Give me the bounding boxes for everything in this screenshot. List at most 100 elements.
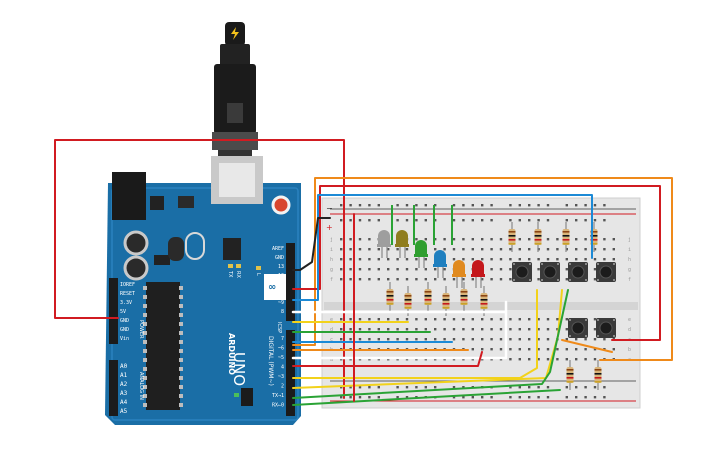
wire-green-0 — [292, 389, 561, 406]
digital-label: DIGITAL (PWM~) — [267, 336, 274, 386]
svg-text:L: L — [255, 273, 261, 276]
analog-pin-label: A4 — [120, 399, 128, 406]
analog-label: ANALOG IN — [138, 372, 144, 400]
digital-pin-label: ~10 — [275, 291, 284, 297]
resistor — [508, 222, 516, 252]
icsp-header — [241, 388, 253, 406]
row-letter: j — [330, 237, 333, 243]
digital-pin-label: ~11 — [275, 282, 284, 288]
atmega-chip — [146, 282, 180, 410]
wire-blue-top — [292, 194, 593, 301]
push-button[interactable] — [568, 318, 588, 338]
tx-rx-leds: TX RX L — [227, 264, 261, 278]
row-letter: j — [628, 237, 631, 243]
wire-green-1 — [292, 289, 569, 399]
analog-pin-label: A2 — [120, 381, 128, 388]
digital-pin-label: 12 — [278, 273, 284, 279]
led-blue — [433, 250, 447, 278]
row-letter: b — [628, 347, 631, 353]
rail-plus-label: + — [326, 223, 333, 232]
reset-button[interactable] — [271, 195, 291, 215]
wire-red-5v — [54, 139, 345, 399]
wire-red-right — [292, 185, 661, 341]
resistor — [424, 282, 432, 312]
power-pin-label: GND — [120, 318, 129, 324]
wire-yellow-2 — [292, 289, 563, 389]
digital-pin-label: GND — [275, 255, 284, 261]
row-letter: f — [628, 277, 631, 283]
digital-pin-label: TX→1 — [272, 393, 284, 399]
resistor — [566, 360, 574, 390]
resistor — [534, 222, 542, 252]
digital-pin-label: ~5 — [278, 355, 284, 361]
digital-pin-label: 13 — [278, 264, 284, 270]
digital-pin-label: 4 — [281, 365, 284, 371]
led-red — [471, 260, 485, 288]
rail-minus-label: − — [326, 204, 333, 213]
row-letter: e — [628, 317, 631, 323]
usb-b-port — [211, 156, 263, 204]
power-jack — [112, 172, 146, 220]
analog-pin-label: A0 — [120, 363, 128, 370]
digital-pin-label: AREF — [272, 246, 284, 252]
power-pin-label: 3.3V — [120, 300, 132, 306]
push-button[interactable] — [512, 262, 532, 282]
row-letter: i — [628, 247, 631, 253]
svg-text:TX: TX — [227, 270, 233, 278]
wire-yellow-3 — [292, 289, 538, 379]
digital-pin-label: 7 — [281, 336, 284, 342]
push-button[interactable] — [596, 318, 616, 338]
digital-pin-label: ~6 — [278, 346, 284, 352]
push-button[interactable] — [568, 262, 588, 282]
analog-header — [109, 360, 118, 416]
power-pin-label: Vin — [120, 336, 129, 342]
row-letter: f — [330, 277, 333, 283]
power-pin-label: GND — [120, 327, 129, 333]
resistor — [404, 286, 412, 316]
usb-cable — [212, 22, 258, 156]
push-button[interactable] — [596, 262, 616, 282]
pushbutton-group — [512, 262, 616, 338]
resistor — [562, 222, 570, 252]
arduino-uno-board: ARDUINO UNO ICSP TX RX L ON ∞ POWER ANAL… — [105, 156, 301, 425]
row-letter: h — [628, 257, 631, 263]
digital-pin-label: ~9 — [278, 300, 284, 306]
row-letter: g — [330, 267, 333, 273]
lightning-icon — [231, 27, 239, 40]
wire-white-10 — [291, 300, 508, 360]
led-green — [414, 240, 428, 268]
svg-text:∞: ∞ — [268, 282, 276, 293]
svg-text:RX: RX — [235, 271, 241, 278]
board-model: UNO — [230, 352, 248, 386]
power-label: POWER — [138, 320, 144, 339]
analog-pin-label: A1 — [120, 372, 128, 379]
digital-header-top — [286, 243, 295, 321]
microcontroller-chip — [223, 238, 241, 260]
wire-orange-btn — [561, 339, 613, 353]
analog-pin-label: A5 — [120, 408, 128, 415]
power-pin-label: 5V — [120, 309, 126, 315]
led-gray — [377, 230, 391, 258]
digital-header-bottom — [286, 330, 295, 416]
digital-pin-label: ~3 — [278, 374, 284, 380]
resistor — [594, 360, 602, 390]
row-letter: a — [330, 357, 333, 363]
led-olive — [395, 230, 409, 258]
wire-orange-top — [292, 177, 673, 361]
row-letter: d — [628, 327, 631, 333]
digital-pin-label: 2 — [281, 384, 284, 390]
wire-group — [54, 139, 673, 406]
led-orange — [452, 260, 466, 288]
board-brand: ARDUINO — [227, 333, 236, 375]
push-button[interactable] — [540, 262, 560, 282]
row-letter: i — [330, 247, 333, 253]
resistor — [386, 282, 394, 312]
power-header — [109, 278, 118, 344]
row-letter: e — [330, 317, 333, 323]
row-letter: d — [330, 327, 333, 333]
digital-pin-label: 8 — [281, 309, 284, 315]
wire-black-gnd — [292, 217, 331, 271]
icsp-label: ICSP — [276, 322, 282, 333]
